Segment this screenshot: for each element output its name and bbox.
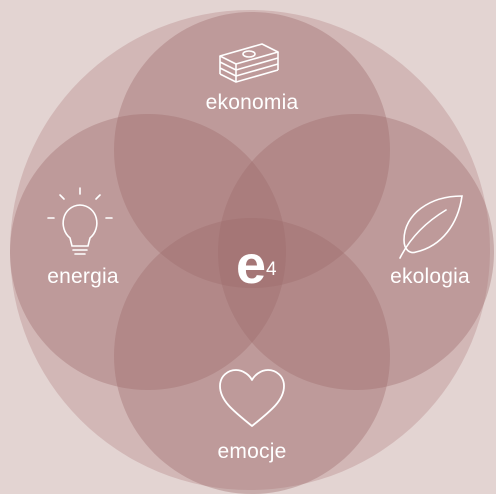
circle-energia bbox=[10, 114, 286, 390]
circle-ekologia bbox=[218, 114, 494, 390]
light-bulb-icon bbox=[47, 187, 113, 255]
label-energia: energia bbox=[47, 265, 119, 288]
e4-logo: e 4 bbox=[235, 235, 277, 295]
leaf-icon bbox=[399, 195, 463, 259]
label-emocje: emocje bbox=[217, 440, 287, 463]
logo-letter: e bbox=[235, 235, 267, 295]
outer-circle bbox=[10, 10, 490, 490]
circle-emocje bbox=[114, 218, 390, 494]
label-ekologia: ekologia bbox=[390, 265, 470, 288]
label-ekonomia: ekonomia bbox=[205, 91, 299, 114]
logo-subscript: 4 bbox=[265, 259, 277, 280]
money-stack-icon bbox=[219, 43, 279, 83]
circle-ekonomia bbox=[114, 12, 390, 288]
heart-icon bbox=[219, 369, 285, 427]
